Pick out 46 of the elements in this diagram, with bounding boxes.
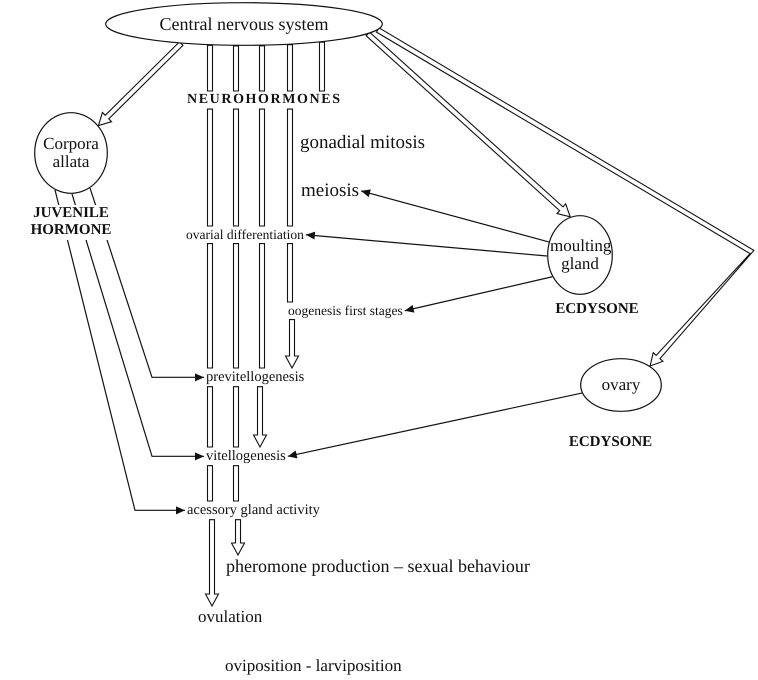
connector-line bbox=[318, 42, 326, 92]
process-label: oogenesis first stages bbox=[287, 303, 404, 319]
connector-line bbox=[258, 242, 266, 369]
node-label: moulting gland bbox=[550, 237, 610, 273]
connector-line bbox=[232, 45, 240, 92]
connector-line bbox=[232, 465, 240, 502]
connector-line bbox=[258, 45, 266, 92]
arrow bbox=[404, 276, 552, 313]
connector-line bbox=[232, 108, 240, 227]
connector-line bbox=[286, 44, 294, 92]
connector-line bbox=[206, 386, 214, 448]
hormone-label: ECDYSONE bbox=[554, 301, 640, 318]
process-label: oviposition - larviposition bbox=[225, 656, 402, 676]
arrow bbox=[376, 27, 755, 367]
hormone-label: ECDYSONE bbox=[568, 434, 654, 452]
arrow bbox=[204, 519, 220, 608]
process-label: previtellogenesis bbox=[205, 369, 306, 386]
process-label: gonadial mitosis bbox=[300, 132, 426, 154]
arrow bbox=[230, 519, 246, 556]
connector-line bbox=[206, 465, 214, 502]
connector-line bbox=[206, 242, 214, 369]
arrow bbox=[306, 232, 548, 257]
arrow bbox=[98, 41, 184, 126]
arrow bbox=[54, 190, 185, 514]
arrow bbox=[284, 318, 300, 370]
node-label: ovary bbox=[600, 376, 642, 394]
organ-circle bbox=[34, 112, 108, 194]
organ-circle bbox=[547, 215, 613, 295]
connector-line bbox=[286, 108, 294, 227]
arrow bbox=[71, 194, 204, 460]
connector-line bbox=[232, 242, 240, 369]
connector-line bbox=[258, 108, 266, 227]
organ-circle bbox=[580, 358, 662, 412]
process-label: acessory gland activity bbox=[186, 502, 321, 519]
arrow bbox=[288, 392, 582, 458]
node-label: Central nervous system bbox=[158, 14, 330, 34]
connector-line bbox=[286, 242, 294, 303]
connector-line bbox=[206, 44, 214, 92]
arrow bbox=[252, 386, 268, 448]
arrow bbox=[365, 31, 572, 218]
arrow bbox=[360, 189, 549, 242]
connector-line bbox=[206, 108, 214, 227]
system-ellipse bbox=[105, 2, 383, 46]
process-label: vitellogenesis bbox=[205, 448, 287, 465]
connector-line bbox=[232, 386, 240, 448]
node-label: Corpora allata bbox=[42, 135, 100, 171]
